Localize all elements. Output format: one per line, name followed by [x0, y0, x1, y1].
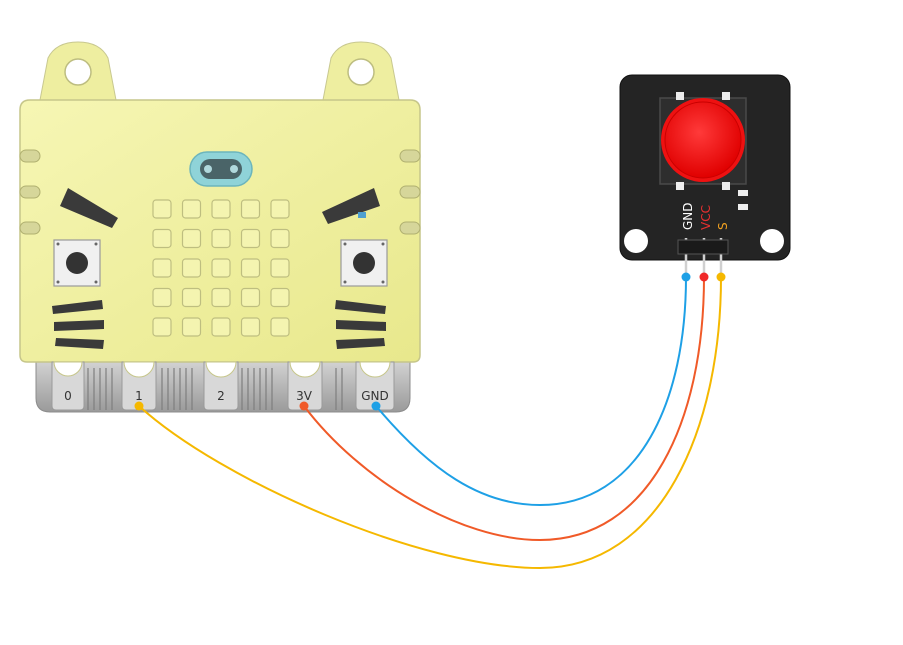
wire-signal[interactable] [138, 276, 722, 570]
led-cell [152, 287, 172, 308]
microbit-board: 0 1 2 3V GND [19, 41, 421, 413]
eyebrow-right [322, 188, 380, 224]
module-label-vcc: VCC [699, 205, 713, 230]
button-b[interactable] [340, 239, 388, 287]
led-cell [152, 317, 172, 337]
led-cell [211, 199, 231, 219]
pin-pad-gnd[interactable]: GND [355, 361, 395, 411]
module-header-base [677, 239, 729, 255]
board-ear-right [322, 41, 400, 101]
led-cell [240, 199, 261, 219]
pin-label-1: 1 [135, 389, 143, 403]
endpoint-gnd-board [371, 401, 381, 411]
endpoint-1-board [134, 401, 144, 411]
led-cell [240, 228, 261, 249]
led-cell [152, 199, 172, 219]
endpoint-3v-board [299, 401, 309, 411]
module-label-s: S [716, 222, 730, 230]
pin-pad-0[interactable]: 0 [51, 361, 85, 411]
led-cell [181, 317, 202, 337]
eyebrow-right-accent [358, 212, 366, 218]
board-side-notches [19, 149, 421, 235]
led-cell [270, 258, 290, 278]
pin-label-gnd: GND [361, 389, 389, 403]
pin-pad-1[interactable]: 1 [121, 361, 157, 411]
led-cell [270, 199, 290, 219]
button-module: GND VCC S [619, 74, 791, 276]
led-cell [181, 287, 202, 308]
led-cell [181, 199, 202, 219]
led-matrix [152, 199, 290, 337]
module-label-gnd: GND [681, 202, 695, 230]
pin-label-3v: 3V [296, 389, 313, 403]
module-resistor [738, 190, 748, 210]
whiskers-left [52, 300, 104, 349]
eyebrow-left [60, 188, 118, 228]
pin-label-2: 2 [217, 389, 225, 403]
wire-gnd[interactable] [375, 276, 687, 507]
led-cell [181, 228, 202, 249]
pin-pad-3v[interactable]: 3V [287, 361, 323, 411]
led-cell [240, 317, 261, 337]
pin-pad-2[interactable]: 2 [203, 361, 239, 411]
endpoint-vcc-module [699, 272, 709, 282]
led-cell [152, 228, 172, 249]
led-cell [240, 287, 261, 308]
led-cell [240, 258, 261, 278]
led-cell [211, 287, 231, 308]
mount-hole-right [760, 229, 784, 253]
led-cell [211, 317, 231, 337]
push-button[interactable] [659, 92, 747, 190]
mount-hole-left [624, 229, 648, 253]
board-ear-left [39, 41, 117, 101]
button-a[interactable] [53, 239, 101, 287]
led-cell [181, 258, 202, 278]
whiskers-right [335, 300, 386, 349]
wires [138, 276, 722, 570]
wire-vcc[interactable] [303, 276, 705, 542]
led-cell [211, 258, 231, 278]
board-logo [189, 151, 253, 187]
led-cell [270, 228, 290, 249]
led-cell [270, 317, 290, 337]
endpoint-gnd-module [681, 272, 691, 282]
led-cell [211, 228, 231, 249]
led-cell [152, 258, 172, 278]
wire-endpoints [134, 272, 726, 411]
edge-connector-ridges [87, 368, 343, 410]
endpoint-s-module [716, 272, 726, 282]
led-cell [270, 287, 290, 308]
pin-label-0: 0 [64, 389, 72, 403]
